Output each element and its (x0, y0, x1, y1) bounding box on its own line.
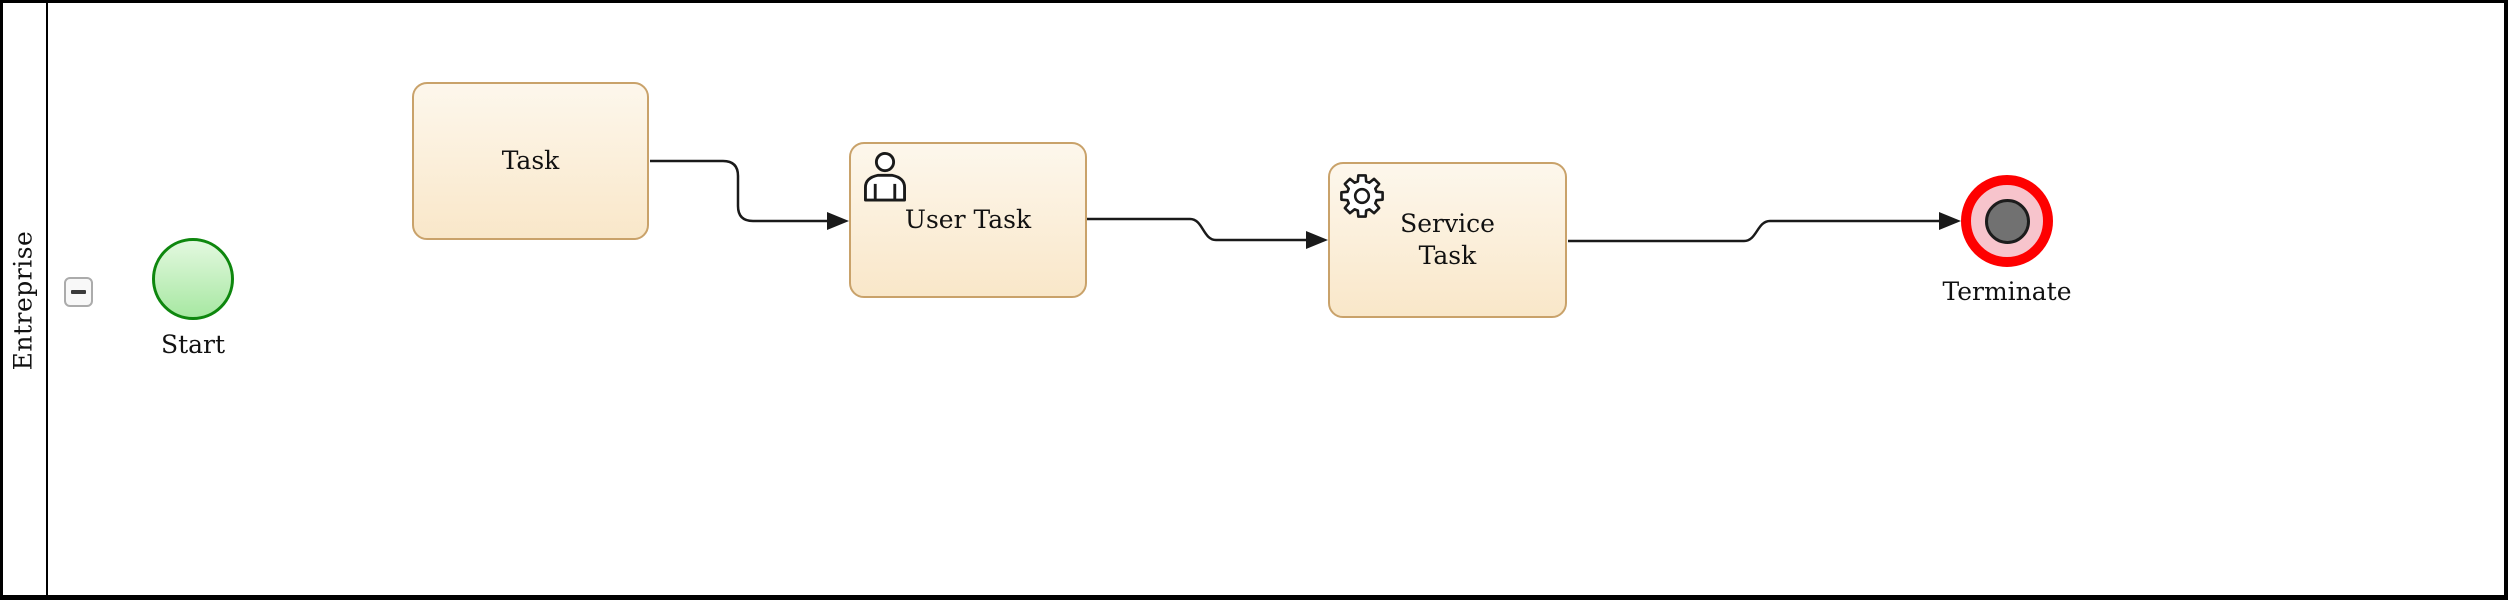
sequence-flow-task-to-usertask[interactable] (650, 159, 849, 230)
sequence-flow-usertask-to-servicetask[interactable] (1087, 217, 1328, 249)
collapse-button[interactable] (64, 277, 93, 307)
terminate-core-circle (1984, 198, 2030, 244)
service-task-node[interactable]: Service Task (1328, 162, 1567, 318)
gear-icon (1340, 174, 1384, 218)
user-task-node[interactable]: User Task (849, 142, 1087, 298)
sequence-flow-servicetask-to-terminate[interactable] (1568, 212, 1961, 243)
pool-header[interactable]: Entreprise (0, 0, 48, 600)
task-node[interactable]: Task (412, 82, 649, 240)
minus-icon (71, 290, 86, 294)
task-label: Task (501, 145, 560, 175)
terminate-end-event[interactable] (1961, 175, 2053, 267)
terminate-event-label: Terminate (1942, 277, 2072, 306)
user-task-label: User Task (904, 204, 1032, 234)
service-task-label: Service Task (1400, 208, 1495, 271)
start-event[interactable] (152, 238, 234, 320)
user-icon (864, 151, 906, 202)
start-event-label: Start (160, 330, 226, 359)
